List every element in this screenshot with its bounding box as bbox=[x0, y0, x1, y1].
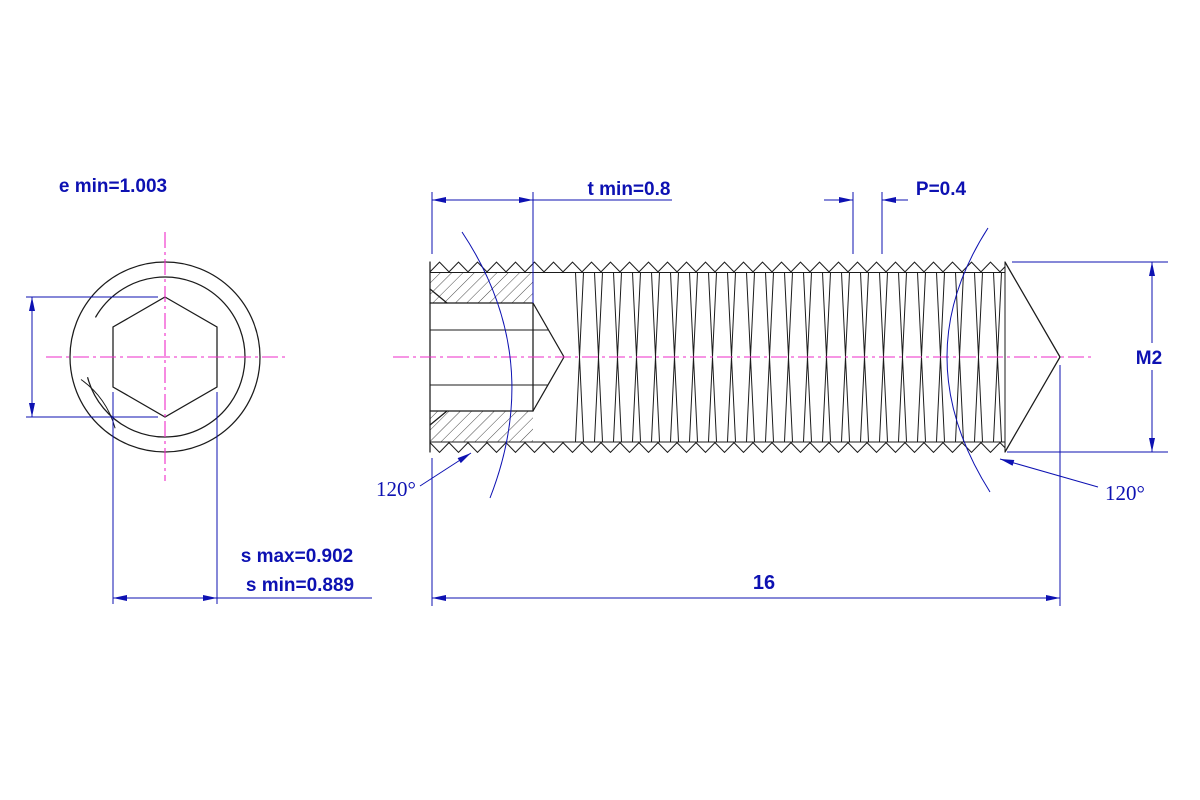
angle-right-label: 120° bbox=[1105, 481, 1145, 505]
arrowhead bbox=[457, 453, 471, 464]
dimension-angle-left: 120° bbox=[376, 231, 513, 501]
thread-crests-bottom bbox=[430, 442, 1005, 453]
dimension-length: 16 bbox=[431, 365, 1061, 606]
dim-s-max-label: s max=0.902 bbox=[241, 546, 354, 567]
angle-arc bbox=[461, 231, 513, 499]
arrowhead bbox=[432, 197, 446, 203]
dimension-s: s max=0.902 s min=0.889 bbox=[112, 392, 372, 604]
thread-crests-top bbox=[430, 261, 1005, 273]
arrowhead bbox=[519, 197, 533, 203]
dimension-t: t min=0.8 bbox=[431, 179, 672, 303]
dim-m2-label: M2 bbox=[1136, 348, 1162, 369]
end-view bbox=[46, 232, 285, 481]
arrowhead bbox=[1000, 459, 1015, 466]
dimension-p: P=0.4 bbox=[824, 179, 967, 254]
side-view-dimensions: t min=0.8 P=0.4 M2 bbox=[376, 179, 1172, 606]
label-mask bbox=[1127, 343, 1172, 370]
arrowhead bbox=[882, 197, 896, 203]
dim-p-label: P=0.4 bbox=[916, 179, 967, 200]
angle-arc bbox=[946, 227, 991, 493]
arrowhead bbox=[29, 297, 35, 311]
arrowhead bbox=[432, 595, 446, 601]
dim-s-min-label: s min=0.889 bbox=[246, 575, 354, 596]
dim-e-label: e min=1.003 bbox=[59, 176, 167, 197]
arrowhead bbox=[29, 403, 35, 417]
arrowhead bbox=[1046, 595, 1060, 601]
cone-point bbox=[1004, 261, 1061, 453]
thread-runout-arc bbox=[80, 379, 116, 429]
dimension-m2: M2 bbox=[1007, 261, 1172, 453]
section-hatching bbox=[430, 411, 533, 442]
dimension-e: e min=1.003 bbox=[26, 176, 167, 418]
arrowhead bbox=[113, 595, 127, 601]
dim-t-label: t min=0.8 bbox=[588, 179, 671, 200]
end-view-dimensions: e min=1.003 s max=0.902 s min=0.889 bbox=[26, 176, 372, 604]
minor-diameter-arc bbox=[87, 276, 246, 438]
dim-length-label: 16 bbox=[753, 572, 775, 594]
arrowhead bbox=[839, 197, 853, 203]
side-view bbox=[393, 261, 1092, 453]
dimension-angle-right: 120° bbox=[946, 227, 1145, 505]
section-hatching bbox=[430, 272, 533, 303]
arrowhead bbox=[1149, 438, 1155, 452]
arrowhead bbox=[203, 595, 217, 601]
arrowhead bbox=[1149, 262, 1155, 276]
hex-socket-section bbox=[429, 272, 565, 442]
angle-left-label: 120° bbox=[376, 477, 416, 501]
leader-line bbox=[999, 458, 1099, 488]
